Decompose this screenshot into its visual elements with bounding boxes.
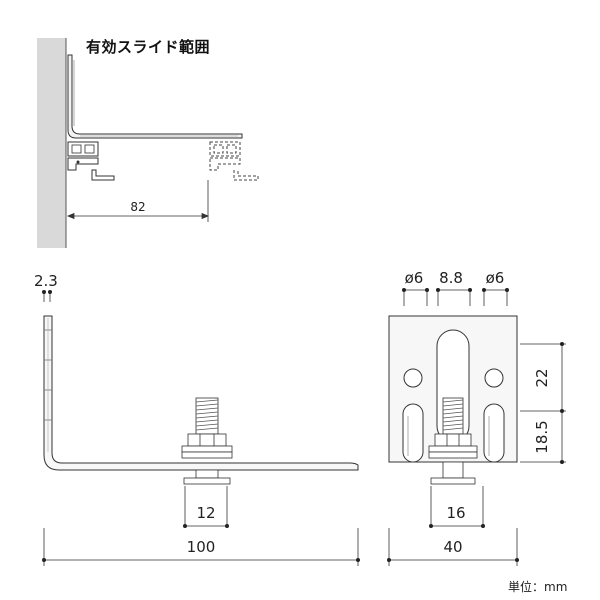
hole-left-label: ø6 [405,269,424,287]
spacing-label: 8.8 [439,269,463,287]
slide-dimension [66,180,210,222]
thickness-label: 2.3 [34,272,58,290]
bracket-vertical-plate [67,54,243,139]
side-base-width-label: 12 [196,504,215,522]
upper-height-label: 22 [533,368,551,387]
rail-profile-slid-position [209,141,259,181]
front-view: ø6 8.8 ø6 [387,269,566,566]
bolt-side [181,397,233,485]
slot-left [402,403,424,463]
rail-profile [67,141,115,181]
slide-dimension-label: 82 [130,200,145,214]
lower-height-label: 18.5 [533,420,551,453]
unit-label: 単位：mm [508,580,568,594]
front-base-width-label: 16 [446,504,465,522]
front-width-label: 40 [443,538,462,556]
side-length-label: 100 [187,538,216,556]
side-view: 2.3 [34,272,360,566]
hole-right [484,368,504,388]
l-bracket [43,315,359,471]
hole-left [403,368,423,388]
wall [37,38,66,248]
top-view: 82 [37,38,259,248]
page-title: 有効スライド範囲 [86,38,211,56]
slot-right [483,403,505,463]
bolt-front [428,397,478,485]
hole-right-label: ø6 [486,269,505,287]
